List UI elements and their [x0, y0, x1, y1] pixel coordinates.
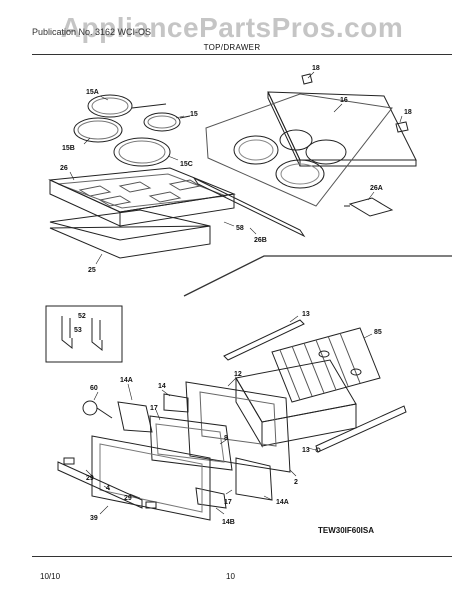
callout-26: 26 [60, 165, 68, 172]
callout-4: 4 [106, 485, 110, 492]
drawer-tub-part [235, 359, 357, 448]
callout-18-top: 18 [312, 65, 320, 72]
heating-elements-part [73, 94, 191, 167]
callout-85: 85 [374, 329, 382, 336]
insulation-pads-part [117, 393, 273, 509]
drawer-front-frame-part [185, 381, 291, 473]
footer-date: 10/10 [40, 572, 61, 581]
oven-rack-part [271, 327, 381, 403]
model-code: TEW30IF60ISA [318, 526, 375, 535]
callout-26b: 26B [254, 237, 267, 244]
callout-8: 8 [224, 435, 228, 442]
burner-box-part [48, 167, 236, 227]
callout-2: 2 [294, 479, 298, 486]
callout-25: 25 [88, 267, 96, 274]
publication-header: Publication No. 3162 WCI-OS [32, 27, 152, 37]
callout-labels: 18 16 15A 15 15B 15C 26 18 26A 58 26B 25… [60, 65, 412, 526]
callout-18-right: 18 [404, 109, 412, 116]
watermark-logo: AppliancePartsPros.com [60, 12, 404, 43]
callout-53: 53 [74, 327, 82, 334]
callout-15c: 15C [180, 161, 193, 168]
callout-13-upper: 13 [302, 311, 310, 318]
callout-14: 14 [158, 383, 166, 390]
callout-14b: 14B [222, 519, 235, 526]
callout-15a: 15A [86, 89, 99, 96]
bracket-18-part [301, 73, 409, 133]
drawer-rail-lower-part [315, 405, 407, 453]
callout-16: 16 [340, 97, 348, 104]
callout-29-right: 29 [124, 495, 132, 502]
header-rule [32, 54, 452, 55]
footer-page-number: 10 [226, 572, 235, 581]
clips-inset-box [45, 305, 123, 363]
callout-14a-upper: 14A [120, 377, 133, 384]
section-title: TOP/DRAWER [203, 43, 261, 52]
drawer-rail-upper-part [223, 319, 305, 361]
footer-rule [32, 556, 452, 557]
callout-58: 58 [236, 225, 244, 232]
cooktop-glass-part [205, 91, 417, 207]
callout-52: 52 [78, 313, 86, 320]
callout-15b: 15B [62, 145, 75, 152]
callout-17-lower: 17 [224, 499, 232, 506]
screw-60-part [82, 400, 113, 419]
callout-12: 12 [234, 371, 242, 378]
trim-26b-part [192, 176, 306, 238]
callout-14a-lower: 14A [276, 499, 289, 506]
callout-15: 15 [190, 111, 198, 118]
callout-13-lower: 13 [302, 447, 310, 454]
drawer-glass-panels-part [149, 415, 233, 471]
callout-60: 60 [90, 385, 98, 392]
bracket-26a-part [344, 197, 394, 217]
drawer-handle-part [57, 457, 157, 509]
callout-39: 39 [90, 515, 98, 522]
insulation-pad-part [49, 209, 211, 259]
callout-29-left: 29 [86, 475, 94, 482]
callout-17-upper: 17 [150, 405, 158, 412]
callout-26a: 26A [370, 185, 383, 192]
